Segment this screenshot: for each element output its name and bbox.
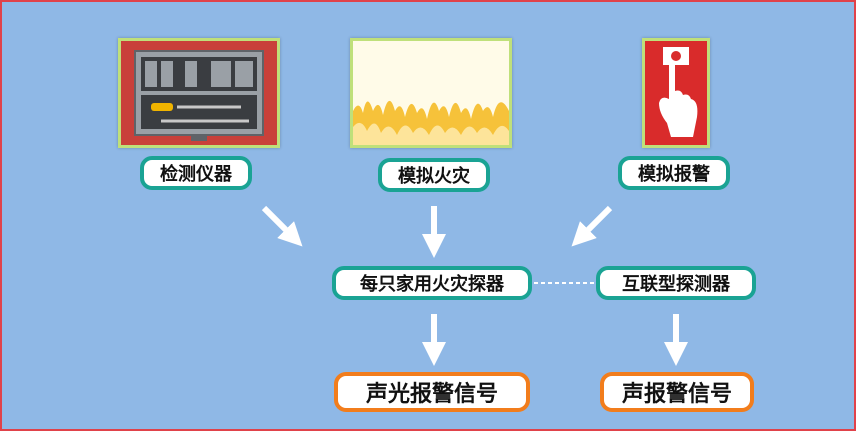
alarm-button-image (642, 38, 710, 148)
instrument-kit-image (118, 38, 280, 148)
arrow-instrument-to-detector (261, 205, 303, 247)
node-home-fire-detector: 每只家用火灾探器 (332, 266, 532, 300)
node-simulated-fire: 模拟火灾 (378, 158, 490, 192)
node-simulated-alarm: 模拟报警 (618, 156, 730, 190)
simulated-fire-image (350, 38, 512, 148)
node-detection-instrument: 检测仪器 (140, 156, 252, 190)
node-sound-light-alarm-signal: 声光报警信号 (334, 372, 530, 412)
node-interconnected-detector: 互联型探测器 (596, 266, 756, 300)
node-sound-alarm-signal: 声报警信号 (600, 372, 754, 412)
arrow-alarm-to-detector (571, 205, 613, 247)
